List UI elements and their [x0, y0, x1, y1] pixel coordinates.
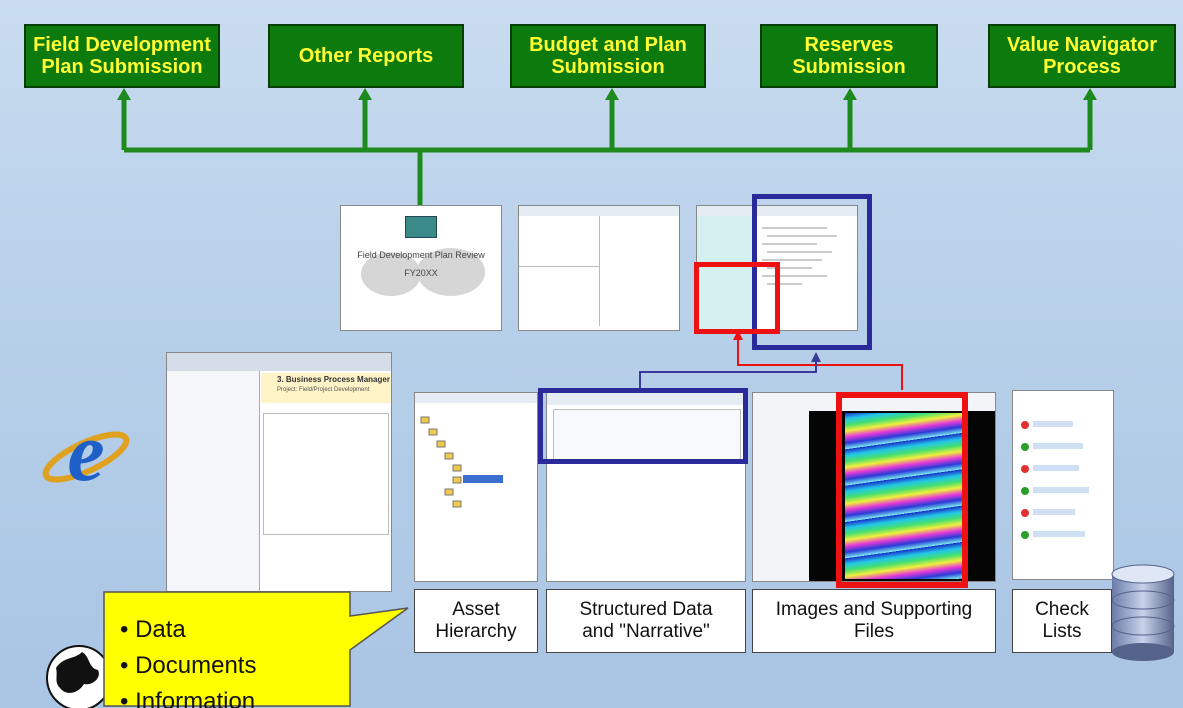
fdp-title: Field Development Plan Review: [357, 250, 485, 260]
thumb-asset-hierarchy: [414, 392, 538, 582]
form-divider: [599, 216, 600, 326]
database-icon: [1111, 564, 1175, 661]
label-line: Structured Data: [579, 599, 713, 620]
world-map-icon: [361, 248, 485, 296]
seismic-image: [845, 413, 967, 579]
box-line: Process: [1043, 56, 1121, 78]
label-line: and "Narrative": [582, 621, 710, 642]
checklist-items: [1021, 421, 1089, 539]
form-header: [519, 206, 679, 216]
label-line: Lists: [1042, 621, 1082, 642]
box-line: Submission: [792, 56, 906, 78]
highlight-red-images: [836, 392, 968, 588]
tree-view: [420, 416, 503, 508]
form-header: [547, 393, 745, 405]
bpm-title-bar: [261, 373, 391, 403]
label-line: Asset: [452, 599, 500, 620]
box-line: Reserves: [804, 34, 894, 56]
fdp-year: FY20XX: [404, 268, 438, 278]
label-line: Check: [1035, 599, 1089, 620]
box-line: Field Development: [33, 34, 211, 56]
highlight-blue-narrative: [752, 194, 872, 350]
box-other-reports: Other Reports: [268, 24, 464, 88]
highlight-blue-structured: [538, 388, 748, 464]
logo-icon: [405, 216, 437, 238]
box-line: Plan Submission: [41, 56, 203, 78]
globe-icon: [46, 645, 112, 708]
thumb-check-lists: [1012, 390, 1114, 580]
box-line: Submission: [551, 56, 665, 78]
callout-item-information: Information: [120, 684, 256, 708]
thumb-fdp-document: Field Development Plan Review FY20XX: [340, 205, 502, 331]
window-header: [697, 206, 857, 216]
highlight-red-narrative: [694, 262, 780, 334]
box-line: Budget and Plan: [529, 34, 687, 56]
label-line: Files: [853, 621, 895, 642]
box-line: Value Navigator: [1006, 34, 1158, 56]
callout-item-documents: Documents: [120, 648, 256, 684]
narrative-lines: [762, 227, 837, 285]
window-left-pane: [697, 216, 755, 330]
callout-item-data: Data: [120, 612, 256, 648]
bpm-table: [263, 413, 389, 535]
callout-list: Data Documents Information: [120, 612, 256, 708]
tree-header: [415, 393, 537, 403]
label-line: Hierarchy: [435, 621, 517, 642]
bpm-subtitle: Project: Field/Project Development: [277, 387, 370, 393]
label-line: Images and Supporting: [775, 599, 973, 620]
bpm-toolbar: [167, 353, 391, 371]
thumb-structured-form: [518, 205, 680, 331]
internet-explorer-icon: e: [42, 412, 130, 499]
bpm-title: 3. Business Process Manager: [277, 375, 390, 384]
bpm-screenshot: 3. Business Process Manager Project: Fie…: [166, 352, 392, 592]
form-divider: [519, 266, 599, 267]
svg-text:e: e: [67, 412, 104, 499]
box-line: Other Reports: [298, 45, 434, 67]
bpm-left-pane: [167, 371, 260, 591]
